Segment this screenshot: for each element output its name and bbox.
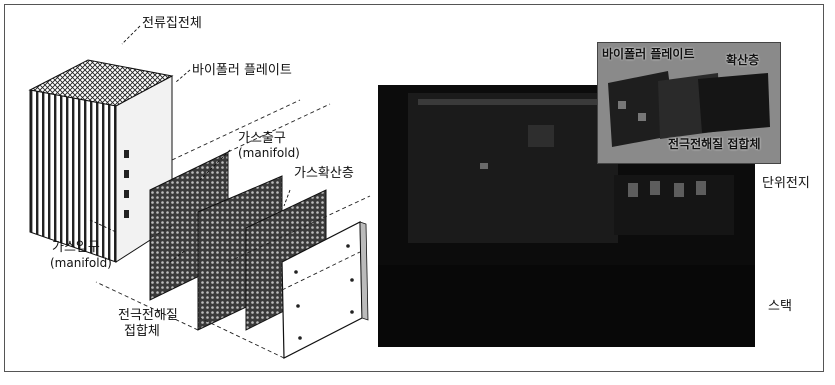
inset-photo-content — [598, 43, 780, 163]
label-current-collector: 전류집전체 — [142, 16, 202, 31]
end-plate-edge — [359, 221, 369, 321]
inset-label-diffusion-layer: 확산층 — [726, 53, 760, 67]
label-gas-outlet: 가스출구 — [238, 131, 286, 146]
inset-label-bipolar-plate: 바이폴러 플레이트 — [602, 47, 695, 61]
end-plate-bolts — [294, 244, 354, 340]
explode-guide-lines — [95, 99, 371, 359]
label-unit-cell: 단위전지 — [762, 176, 810, 191]
leader-lines — [89, 25, 291, 263]
stack-photo — [378, 85, 755, 347]
stack-right-face-holes — [124, 150, 129, 218]
stack-left-face — [29, 89, 117, 263]
label-gas-diffusion-layer: 가스확산층 — [294, 166, 354, 181]
inset-label-mea: 전극전해질 접합체 — [668, 137, 761, 151]
label-mea-line1: 전극전해질 — [118, 308, 178, 323]
label-stack: 스택 — [768, 299, 792, 314]
label-gas-outlet-manifold: (manifold) — [238, 146, 300, 160]
label-bipolar-plate: 바이폴러 플레이트 — [192, 63, 292, 78]
label-mea-line2: 접합체 — [124, 324, 160, 339]
label-gas-inlet: 가스입구 — [52, 240, 100, 255]
label-gas-inlet-manifold: (manifold) — [50, 256, 112, 270]
inset-photo: 바이폴러 플레이트 확산층 전극전해질 접합체 — [597, 42, 781, 164]
figure-frame — [4, 4, 824, 372]
